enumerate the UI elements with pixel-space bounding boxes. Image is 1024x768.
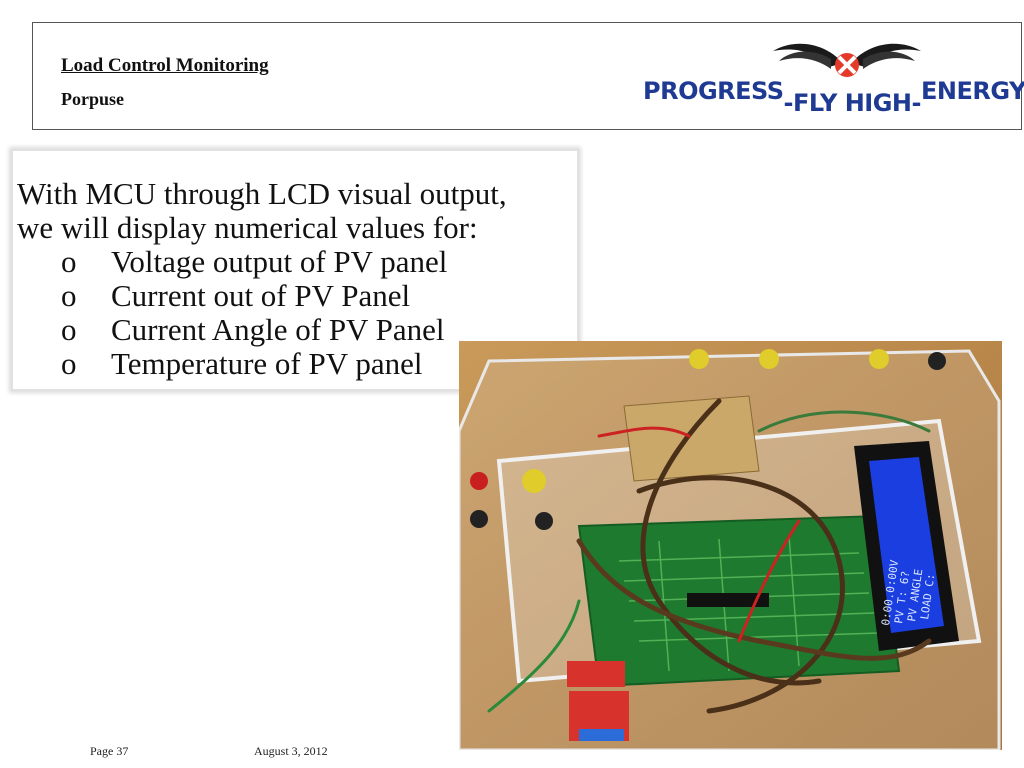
list-item-label: Temperature of PV panel (111, 346, 423, 381)
list-item-label: Current out of PV Panel (111, 278, 411, 313)
slide-header: Load Control Monitoring Porpuse PROGRESS… (32, 22, 1024, 130)
lcd-line-4: LOAD C: (918, 573, 937, 621)
company-logo: PROGRESS-FLY HIGH-ENERGY (643, 37, 1024, 121)
logo-word-fly-high: FLY HIGH (793, 89, 912, 117)
circuit-board-illustration: 0:00.0:00V PV T: 6? PV ANGLE LOAD C: (459, 341, 1002, 750)
slide-subtitle: Porpuse (61, 89, 124, 109)
slide-title: Load Control Monitoring (61, 55, 269, 76)
intro-line-1: With MCU through LCD visual output, (17, 176, 507, 211)
logo-word-progress: PROGRESS (643, 77, 784, 105)
bullet-icon: o (61, 346, 77, 381)
bullet-icon: o (61, 312, 77, 347)
intro-line-2: we will display numerical values for: (17, 210, 478, 245)
bullet-icon: o (61, 278, 77, 313)
bullet-icon: o (61, 244, 77, 279)
list-item: o Voltage output of PV panel (61, 245, 447, 279)
list-item: o Current out of PV Panel (61, 279, 447, 313)
winged-emblem-icon (773, 43, 921, 77)
content-box: With MCU through LCD visual output, we w… (12, 150, 578, 390)
list-item-label: Voltage output of PV panel (111, 244, 448, 279)
logo-word-energy: ENERGY (920, 77, 1024, 105)
list-item-label: Current Angle of PV Panel (111, 312, 445, 347)
list-item: o Temperature of PV panel (61, 347, 447, 381)
footer-date: August 3, 2012 (254, 744, 328, 758)
circuit-board-photo: 0:00.0:00V PV T: 6? PV ANGLE LOAD C: (459, 341, 1002, 750)
page-number: Page 37 (90, 744, 129, 758)
list-item: o Current Angle of PV Panel (61, 313, 447, 347)
logo-wordmark: PROGRESS-FLY HIGH-ENERGY (643, 77, 1024, 117)
intro-text: With MCU through LCD visual output, we w… (17, 177, 577, 245)
